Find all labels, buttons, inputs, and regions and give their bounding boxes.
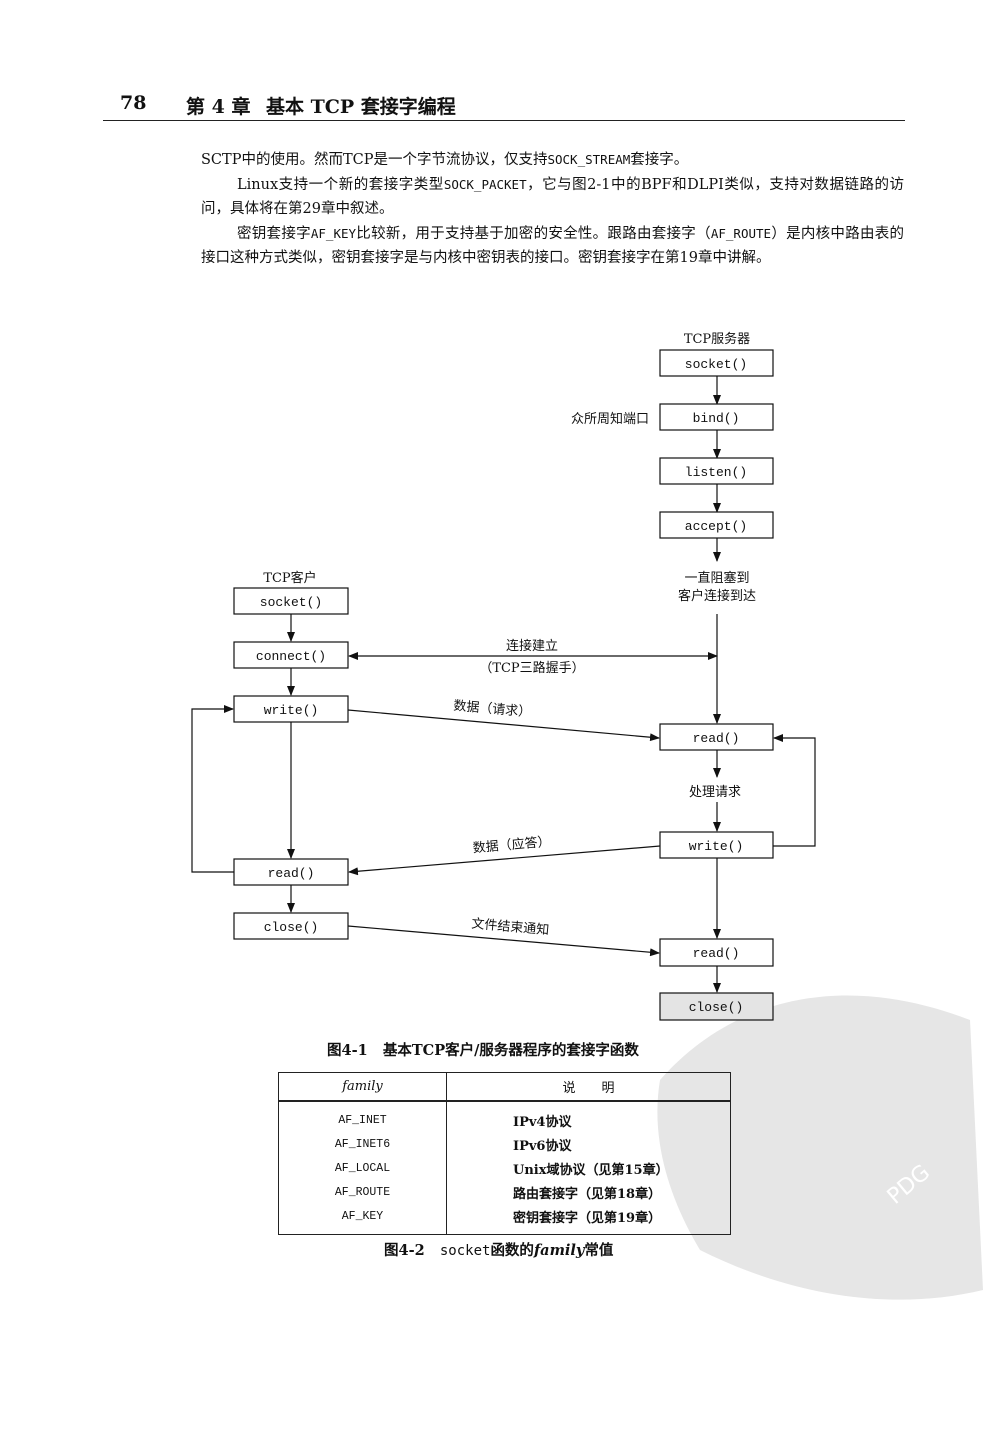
block-label-line2: 客户连接到达 xyxy=(678,588,756,604)
server-write-label: write() xyxy=(689,839,744,854)
connect-label: 连接建立 xyxy=(506,638,558,654)
process-label: 处理请求 xyxy=(689,785,741,800)
server-read-box xyxy=(659,723,774,751)
server-close-label: close() xyxy=(689,1000,744,1015)
client-read-label: read() xyxy=(268,866,315,881)
client-write-box xyxy=(233,695,349,723)
client-connect-label: connect() xyxy=(256,649,326,664)
server-read2-box xyxy=(659,938,774,967)
figure-4-1-caption: 图4-1 基本TCP客户/服务器程序的套接字函数 xyxy=(327,1042,639,1059)
table-header: 说 明 xyxy=(446,1072,731,1102)
client-read-box xyxy=(233,858,349,886)
server-socket-box xyxy=(659,349,774,377)
table-header: family xyxy=(278,1072,447,1102)
server-bind-box xyxy=(659,403,774,431)
client-close-label: close() xyxy=(264,920,319,935)
reply-label: 数据（应答） xyxy=(472,834,551,857)
client-close-box xyxy=(233,912,349,940)
handshake-label: （TCP三路握手） xyxy=(479,660,584,676)
body-text: SCTP中的使用。然而TCP是一个字节流协议，仅支持SOCK_STREAM套接字… xyxy=(201,148,904,271)
tcp-flow-diagram: socket() bind() listen() accept() read()… xyxy=(191,331,816,1021)
server-listen-label: listen() xyxy=(685,465,747,480)
paragraph: Linux支持一个新的套接字类型SOCK_PACKET，它与图2-1中的BPF和… xyxy=(201,176,905,218)
chapter-number: 第 4 章 xyxy=(186,96,251,118)
client-connect-box xyxy=(233,641,349,669)
server-close-box xyxy=(659,992,774,1021)
client-write-label: write() xyxy=(264,703,319,718)
server-listen-box xyxy=(659,457,774,485)
eof-label: 文件结束通知 xyxy=(471,916,550,939)
client-socket-box xyxy=(233,587,349,615)
figure-4-2-caption: 图4-2 socket函数的family常值 xyxy=(384,1242,614,1259)
server-bind-label: bind() xyxy=(693,411,740,426)
request-label: 数据（请求） xyxy=(453,699,532,721)
header-rule xyxy=(103,120,905,121)
server-read-label: read() xyxy=(693,731,740,746)
paragraph: 密钥套接字AF_KEY比较新，用于支持基于加密的安全性。跟路由套接字（AF_RO… xyxy=(201,225,905,267)
server-read2-label: read() xyxy=(693,946,740,961)
server-write-box xyxy=(659,831,774,859)
well-known-port-label: 众所周知端口 xyxy=(571,411,649,427)
watermark-stamp: PDG xyxy=(657,995,983,1300)
chapter-title: 基本 TCP 套接字编程 xyxy=(266,96,456,118)
server-title: TCP服务器 xyxy=(684,331,750,347)
client-title: TCP客户 xyxy=(263,570,316,586)
paragraph: SCTP中的使用。然而TCP是一个字节流协议，仅支持SOCK_STREAM套接字… xyxy=(201,152,689,168)
client-socket-label: socket() xyxy=(260,595,322,610)
page-number: 78 xyxy=(120,92,147,114)
server-socket-label: socket() xyxy=(685,357,747,372)
server-accept-box xyxy=(659,511,774,539)
block-label-line1: 一直阻塞到 xyxy=(684,570,749,586)
server-accept-label: accept() xyxy=(685,519,747,534)
